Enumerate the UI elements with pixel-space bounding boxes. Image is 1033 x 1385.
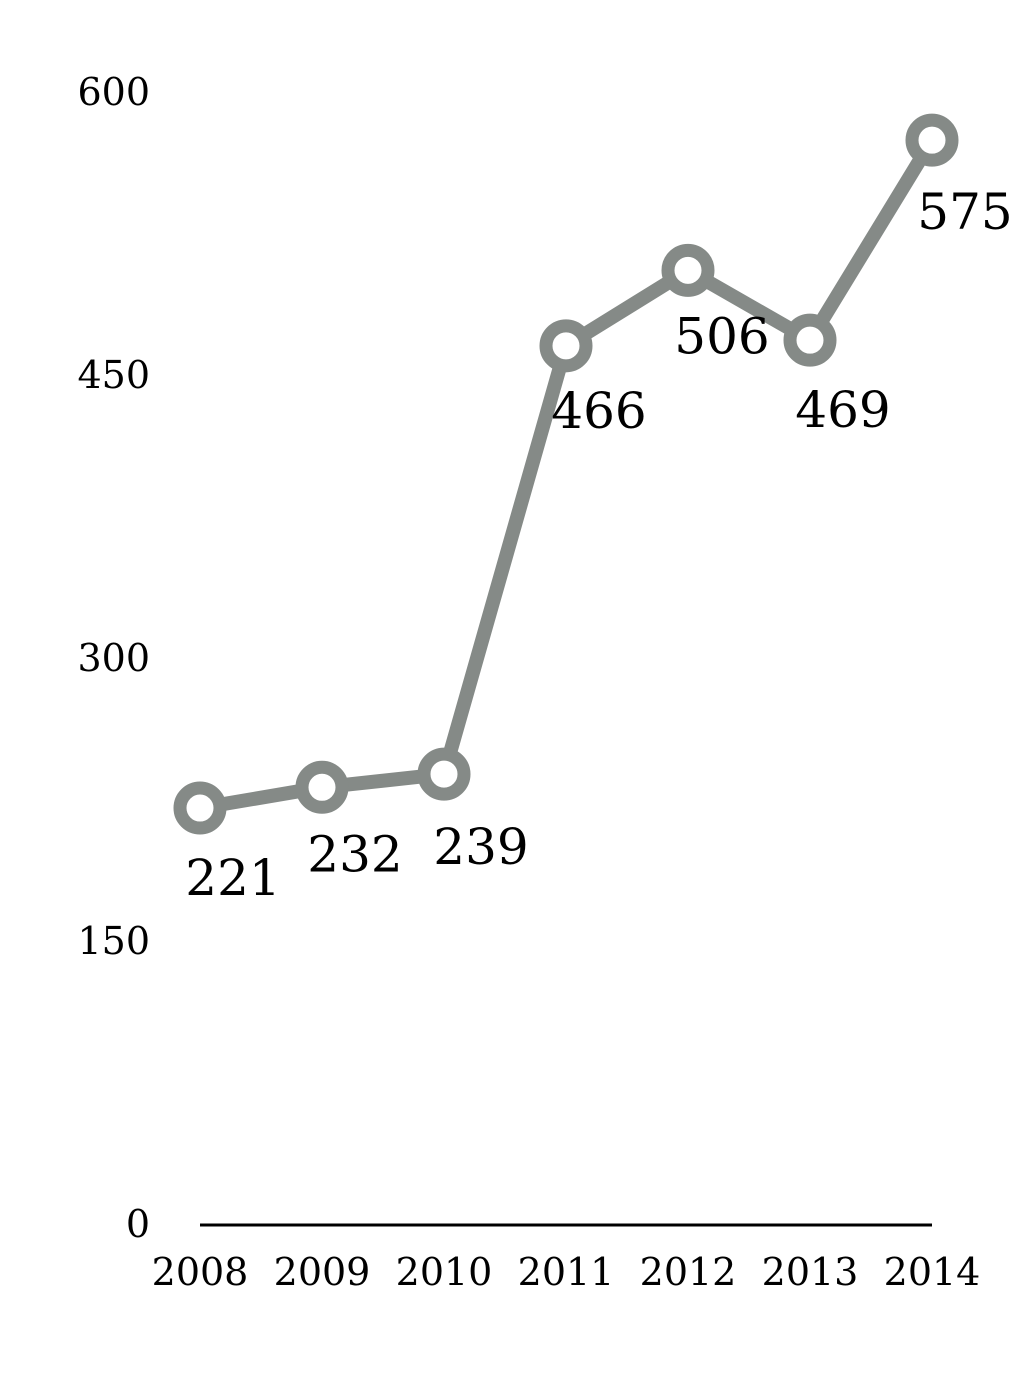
data-point-marker	[295, 760, 349, 814]
y-tick-label: 600	[77, 70, 150, 114]
x-tick-label: 2011	[518, 1250, 615, 1294]
y-axis-ticks: 0 150 300 450 600	[77, 70, 150, 1246]
x-tick-label: 2008	[152, 1250, 249, 1294]
y-tick-label: 300	[77, 636, 150, 680]
data-value-label: 239	[433, 818, 528, 876]
data-labels: 221 232 239 466 506 469 575	[185, 183, 1012, 907]
data-point-marker	[905, 113, 959, 167]
data-value-label: 232	[307, 825, 402, 883]
data-point-marker	[783, 313, 837, 367]
x-tick-label: 2013	[762, 1250, 859, 1294]
x-tick-label: 2009	[274, 1250, 371, 1294]
x-tick-label: 2012	[640, 1250, 737, 1294]
y-tick-label: 150	[77, 919, 150, 963]
x-axis-labels: 2008 2009 2010 2011 2012 2013 2014	[152, 1250, 981, 1294]
data-point-marker	[417, 747, 471, 801]
data-value-label: 506	[674, 307, 769, 365]
x-tick-label: 2010	[396, 1250, 493, 1294]
y-tick-label: 0	[126, 1202, 150, 1246]
data-value-label: 575	[917, 183, 1012, 241]
series-markers	[173, 113, 959, 835]
series-line	[193, 133, 939, 815]
data-point-marker	[173, 781, 227, 835]
data-value-label: 466	[551, 382, 646, 440]
data-point-marker	[539, 319, 593, 373]
y-tick-label: 450	[77, 353, 150, 397]
data-point-marker	[661, 243, 715, 297]
data-value-label: 221	[185, 849, 280, 907]
x-tick-label: 2014	[884, 1250, 981, 1294]
data-value-label: 469	[795, 381, 890, 439]
